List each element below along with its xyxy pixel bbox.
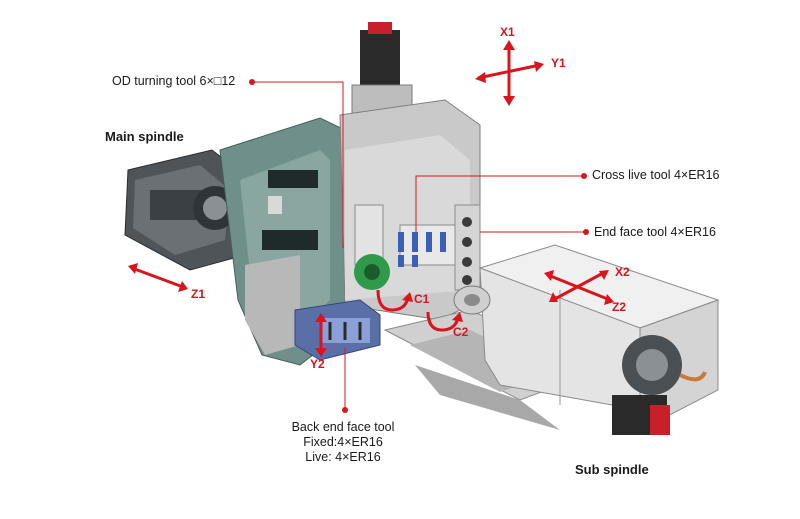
- od-turning-tool-label: OD turning tool 6×□12: [112, 74, 236, 88]
- back-end-face-tool-title: Back end face tool: [291, 420, 395, 434]
- center-slide: [339, 99, 481, 321]
- back-end-face-tool-fixed: Fixed:4×ER16: [303, 435, 383, 449]
- end-face-tool-label: End face tool 4×ER16: [594, 225, 716, 239]
- axis-c2-label: C2: [453, 325, 469, 339]
- axis-c1-label: C1: [414, 292, 430, 306]
- leader-lines: [249, 79, 589, 413]
- end-face-tool-column: [454, 204, 481, 291]
- x-axis-motor: [351, 22, 413, 121]
- sub-spindle-label: Sub spindle: [575, 462, 649, 477]
- main-spindle-label: Main spindle: [105, 129, 184, 144]
- back-end-face-tool-label: Back end face tool Fixed:4×ER16 Live: 4×…: [268, 420, 418, 465]
- sub-spindle-motor: [612, 335, 707, 435]
- x2-z2-axis-arrows: [544, 270, 614, 305]
- x1-y1-axis-arrows: [475, 40, 544, 106]
- z1-axis-arrow: [128, 263, 188, 292]
- axis-x1-label: X1: [500, 25, 515, 39]
- axis-z1-label: Z1: [191, 287, 206, 301]
- axis-y1-label: Y1: [551, 56, 566, 70]
- machine-frame: [219, 117, 346, 366]
- cross-live-tools: [398, 232, 446, 267]
- back-end-face-tool-live: Live: 4×ER16: [305, 450, 381, 464]
- axis-z2-label: Z2: [612, 300, 627, 314]
- od-turning-tool-leader: [252, 81, 344, 248]
- cross-live-tool-leader: [415, 175, 584, 232]
- axis-y2-label: Y2: [310, 357, 325, 371]
- main-spindle-unit: [124, 149, 251, 271]
- c1-rotation-arrow: [376, 289, 413, 312]
- back-tool-block: [294, 299, 381, 361]
- y2-axis-arrow: [315, 313, 327, 357]
- axis-x2-label: X2: [615, 265, 630, 279]
- cross-live-tool-label: Cross live tool 4×ER16: [592, 168, 720, 182]
- c2-rotation-arrow: [426, 311, 463, 332]
